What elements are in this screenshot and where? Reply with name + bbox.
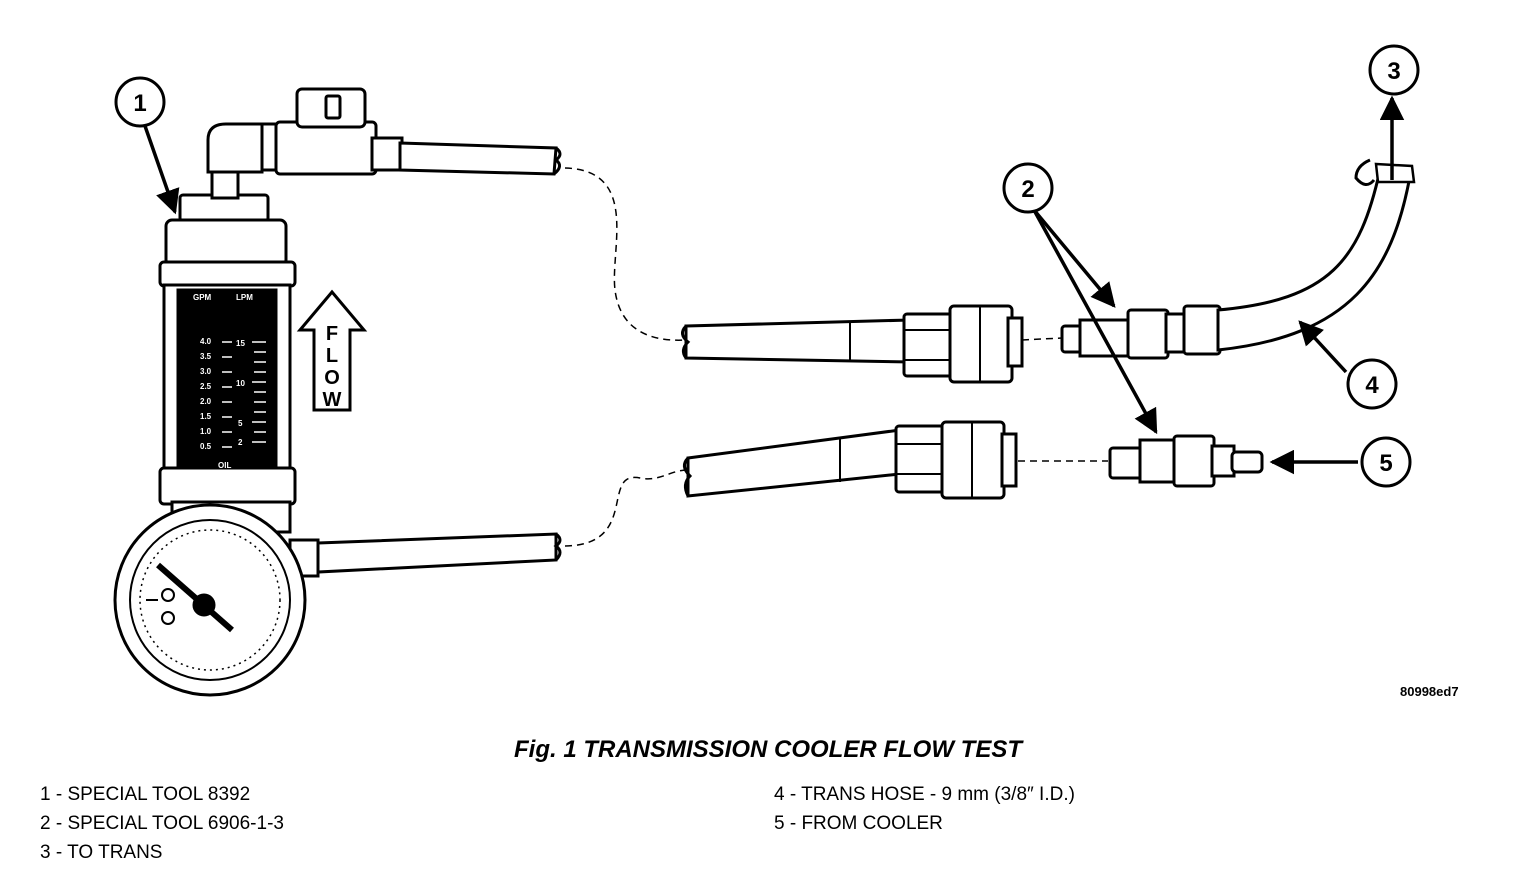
gpm-tick: 4.0 [200, 337, 212, 346]
callout-5: 5 [1360, 436, 1412, 488]
lower-quick-coupler [683, 420, 1018, 500]
figure-caption: Fig. 1 TRANSMISSION COOLER FLOW TEST [514, 736, 1022, 763]
callout-3: 3 [1368, 44, 1420, 96]
callout-leaders [143, 95, 1405, 475]
gpm-tick: 1.5 [200, 412, 212, 421]
lower-adapter-from-cooler [1108, 434, 1264, 488]
upper-adapter-and-trans-hose [1060, 158, 1416, 360]
upper-quick-coupler [681, 304, 1024, 384]
gpm-tick: 2.5 [200, 382, 212, 391]
gpm-tick: 0.5 [200, 442, 212, 451]
hose-break-lines [564, 167, 1108, 547]
callout-number: 4 [1365, 372, 1379, 399]
oil-label: OIL [218, 461, 231, 470]
gpm-label: GPM [193, 293, 212, 302]
callout-number: 1 [133, 90, 146, 117]
legend-item: 5 - FROM COOLER [774, 813, 943, 834]
legend-item: 3 - TO TRANS [40, 842, 163, 863]
lpm-label: LPM [236, 293, 253, 302]
callout-number: 5 [1379, 450, 1392, 477]
lpm-tick: 5 [238, 419, 243, 428]
lpm-tick: 10 [236, 379, 245, 388]
flowmeter-tool [113, 87, 562, 697]
gpm-tick: 3.0 [200, 367, 212, 376]
legend-item: 1 - SPECIAL TOOL 8392 [40, 784, 251, 805]
callout-2: 2 [1002, 162, 1054, 214]
callout-4: 4 [1346, 358, 1398, 410]
gpm-tick: 3.5 [200, 352, 212, 361]
flow-letter: O [324, 367, 340, 389]
flow-direction-arrow: F L O W [296, 289, 368, 412]
figure-id-code: 80998ed7 [1400, 684, 1459, 699]
callout-1: 1 [114, 76, 166, 128]
legend-left-column: 1 - SPECIAL TOOL 8392 2 - SPECIAL TOOL 6… [40, 780, 284, 867]
legend-right-column: 4 - TRANS HOSE - 9 mm (3/8″ I.D.) 5 - FR… [774, 780, 1075, 838]
lpm-tick: 15 [236, 339, 245, 348]
legend-item: 4 - TRANS HOSE - 9 mm (3/8″ I.D.) [774, 784, 1075, 805]
legend-item: 2 - SPECIAL TOOL 6906-1-3 [40, 813, 284, 834]
flow-letter: W [323, 389, 342, 411]
flowmeter-scale: GPM LPM 4.0 3.5 3.0 2.5 2.0 1.5 1.0 0.5 … [193, 293, 253, 470]
lpm-tick: 2 [238, 438, 243, 447]
gpm-tick: 1.0 [200, 427, 212, 436]
callout-number: 3 [1387, 58, 1400, 85]
flow-letter: L [326, 345, 338, 367]
flow-letter: F [326, 323, 338, 345]
callout-number: 2 [1021, 176, 1034, 203]
gpm-tick: 2.0 [200, 397, 212, 406]
flowmeter-tick-marks [222, 341, 266, 448]
